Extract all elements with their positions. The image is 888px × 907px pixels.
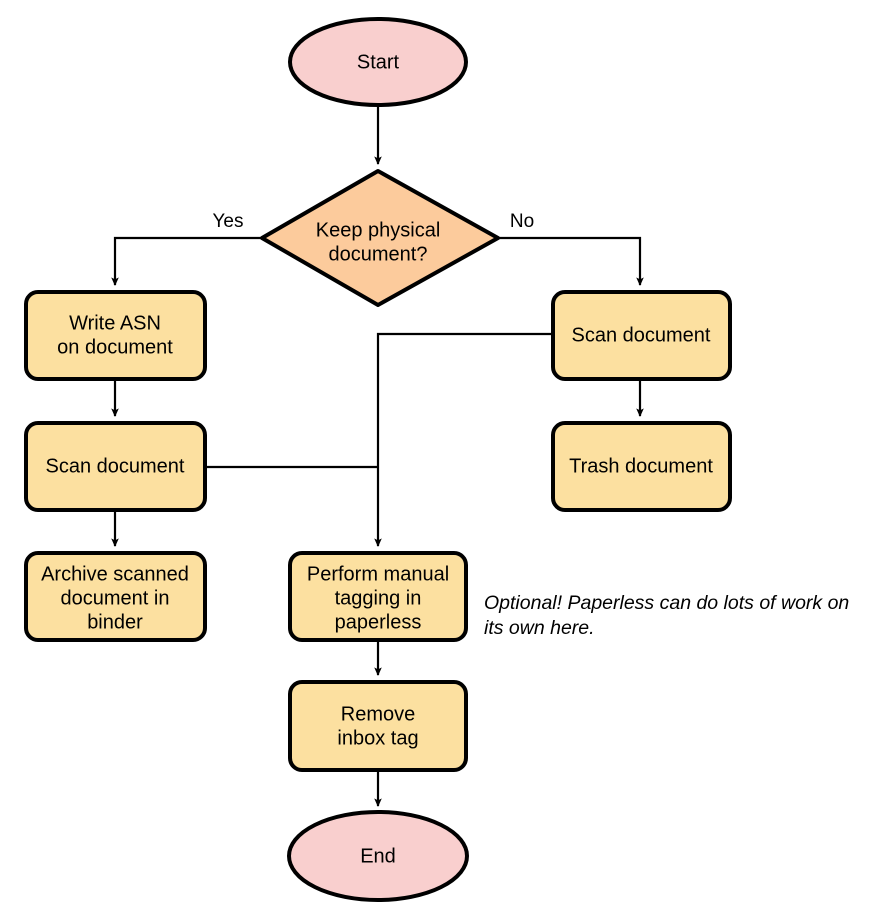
trash-document-rect-shape <box>551 421 732 512</box>
archive-rect-shape <box>24 551 207 642</box>
edge-decision-yes-to-write-asn <box>111 236 262 287</box>
trash-document-label: Trash document <box>569 455 713 477</box>
decision-label-line2: document? <box>329 243 428 265</box>
scan-document-right-rect-shape <box>551 290 732 381</box>
start-ellipse-shape <box>288 17 468 107</box>
remove-inbox-label-line1: Remove <box>341 703 415 725</box>
manual-tagging-rect-shape <box>288 551 468 642</box>
manual-tagging-label-line1: Perform manual <box>307 563 449 585</box>
write-asn-label-line2: on document <box>57 336 173 358</box>
edges-layer <box>111 105 644 808</box>
decision-diamond-shape <box>260 169 500 307</box>
node-scan-document-left[interactable]: Scan document <box>24 421 207 512</box>
decision-label-line1: Keep physical <box>316 219 441 241</box>
optional-note-line1: Optional! Paperless can do lots of work … <box>484 592 849 614</box>
manual-tagging-label-line2: tagging in <box>335 587 422 609</box>
archive-label-line2: document in <box>61 587 170 609</box>
archive-label-line1: Archive scanned <box>41 563 189 585</box>
node-start[interactable]: Start <box>288 17 468 107</box>
node-end[interactable]: End <box>287 810 469 902</box>
node-remove-inbox-tag[interactable]: Remove inbox tag <box>288 680 468 772</box>
node-scan-document-right[interactable]: Scan document <box>551 290 732 381</box>
annotation-optional-note: Optional! Paperless can do lots of work … <box>484 592 849 639</box>
node-trash-document[interactable]: Trash document <box>551 421 732 512</box>
edge-scan-right-to-manual-tagging <box>374 332 553 548</box>
remove-inbox-label-line2: inbox tag <box>337 727 418 749</box>
write-asn-label-line1: Write ASN <box>69 312 161 334</box>
scan-document-left-label: Scan document <box>46 455 185 477</box>
scan-document-left-rect-shape <box>24 421 207 512</box>
node-decision-keep-physical-document[interactable]: Keep physical document? <box>260 169 500 307</box>
end-ellipse-shape <box>287 810 469 902</box>
node-write-asn-on-document[interactable]: Write ASN on document <box>24 290 207 381</box>
remove-inbox-rect-shape <box>288 680 468 772</box>
write-asn-rect-shape <box>24 290 207 381</box>
scan-document-right-label: Scan document <box>572 324 711 346</box>
edge-label-no: No <box>510 211 534 232</box>
start-label: Start <box>357 51 400 73</box>
manual-tagging-label-line3: paperless <box>335 611 422 633</box>
end-label: End <box>360 845 396 867</box>
node-perform-manual-tagging[interactable]: Perform manual tagging in paperless <box>288 551 468 642</box>
edge-label-yes: Yes <box>213 211 244 232</box>
node-archive-scanned-document[interactable]: Archive scanned document in binder <box>24 551 207 642</box>
archive-label-line3: binder <box>87 611 143 633</box>
edge-decision-no-to-scan-right <box>498 236 644 287</box>
optional-note-line2: its own here. <box>484 617 595 639</box>
